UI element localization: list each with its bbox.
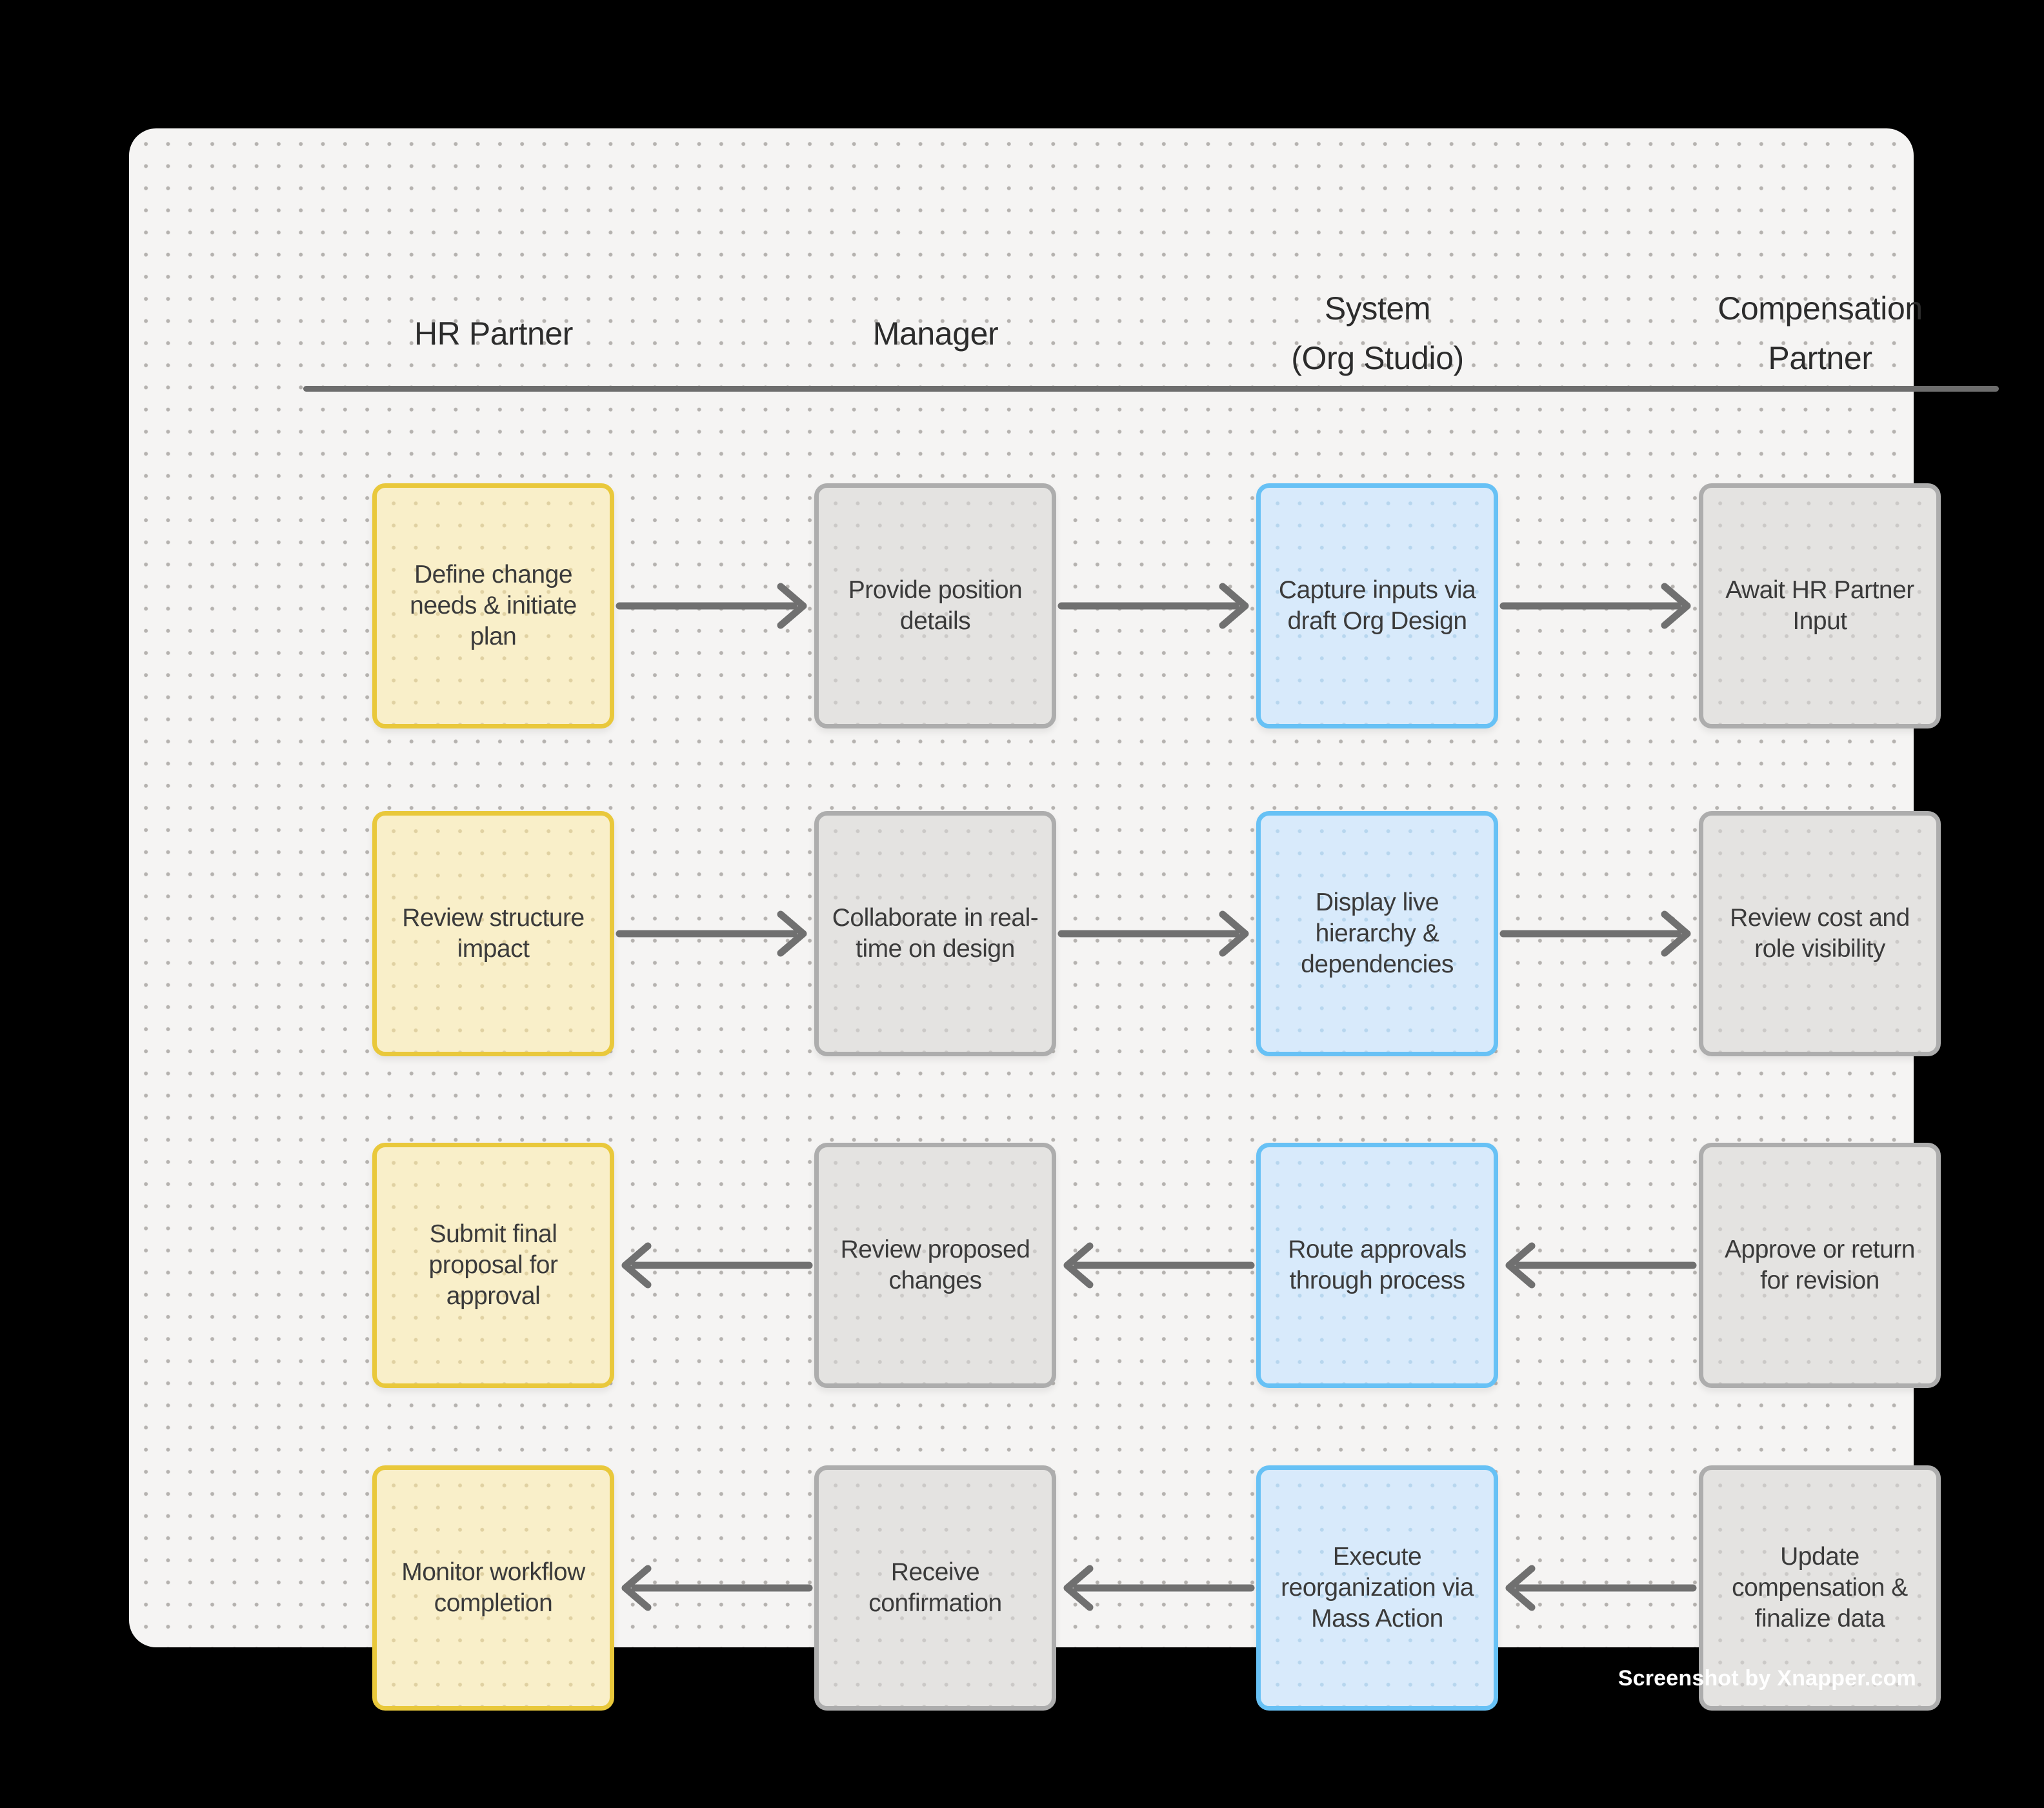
flow-step-label: Execute reorganization via Mass Action (1281, 1543, 1474, 1632)
flow-step-execute-reorganization: Execute reorganization via Mass Action (1256, 1465, 1498, 1711)
flow-arrow-right-icon (1057, 910, 1249, 957)
flow-step-label: Update compensation & finalize data (1732, 1543, 1908, 1632)
flow-step-label: Provide position details (848, 576, 1023, 635)
flow-step-provide-position-details: Provide position details (814, 483, 1056, 728)
flow-arrow-left-icon (1063, 1565, 1255, 1611)
flow-step-approve-or-return: Approve or return for revision (1699, 1143, 1941, 1388)
flow-step-submit-final-proposal: Submit final proposal for approval (372, 1143, 614, 1388)
flow-arrow-right-icon (1499, 583, 1691, 629)
flow-step-receive-confirmation: Receive confirmation (814, 1465, 1056, 1711)
flow-step-route-approvals: Route approvals through process (1256, 1143, 1498, 1388)
flow-step-label: Await HR Partner Input (1725, 576, 1914, 635)
lane-title-line: Manager (872, 315, 999, 352)
flow-step-label: Monitor workflow completion (401, 1558, 585, 1617)
flow-step-label: Collaborate in real- time on design (832, 904, 1039, 963)
lane-title-line: Partner (1768, 340, 1872, 376)
flow-arrow-left-icon (621, 1242, 813, 1289)
lane-header-hr-partner: HR Partner (332, 276, 655, 392)
flow-step-label: Capture inputs via draft Org Design (1278, 576, 1476, 635)
flow-step-label: Review proposed changes (840, 1236, 1030, 1294)
flow-step-review-structure-impact: Review structure impact (372, 811, 614, 1056)
flow-arrow-right-icon (616, 583, 807, 629)
lane-header-manager: Manager (774, 276, 1097, 392)
flow-step-label: Review structure impact (402, 904, 585, 963)
flow-arrow-left-icon (1505, 1565, 1697, 1611)
flow-arrow-left-icon (1505, 1242, 1697, 1289)
lane-header-system-org-studio: System (Org Studio) (1216, 276, 1539, 392)
flow-step-review-proposed-changes: Review proposed changes (814, 1143, 1056, 1388)
flow-step-label: Define change needs & initiate plan (410, 561, 577, 650)
flow-step-label: Receive confirmation (868, 1558, 1002, 1617)
flow-step-label: Review cost and role visibility (1730, 904, 1910, 963)
lane-header-compensation-partner: Compensation Partner (1659, 276, 1981, 392)
flow-step-display-live-hierarchy: Display live hierarchy & dependencies (1256, 811, 1498, 1056)
flow-step-capture-inputs: Capture inputs via draft Org Design (1256, 483, 1498, 728)
lane-title-line: HR Partner (414, 315, 574, 352)
flow-arrow-right-icon (1057, 583, 1249, 629)
flow-diagram-canvas: HR Partner Manager System (Org Studio) C… (129, 128, 1999, 1711)
flow-step-define-change-needs: Define change needs & initiate plan (372, 483, 614, 728)
flow-step-collaborate-realtime: Collaborate in real- time on design (814, 811, 1056, 1056)
lane-title-line: Compensation (1718, 290, 1923, 326)
watermark-text: Screenshot by Xnapper.com (1618, 1666, 1916, 1691)
lane-header-divider (303, 386, 1999, 392)
flow-arrow-left-icon (1063, 1242, 1255, 1289)
flow-step-update-compensation: Update compensation & finalize data (1699, 1465, 1941, 1711)
flow-arrow-left-icon (621, 1565, 813, 1611)
flow-arrow-right-icon (1499, 910, 1691, 957)
flow-step-label: Submit final proposal for approval (428, 1220, 558, 1310)
flow-step-review-cost-visibility: Review cost and role visibility (1699, 811, 1941, 1056)
flow-arrow-right-icon (616, 910, 807, 957)
flow-step-await-hr-input: Await HR Partner Input (1699, 483, 1941, 728)
flow-step-monitor-workflow: Monitor workflow completion (372, 1465, 614, 1711)
flow-step-label: Route approvals through process (1288, 1236, 1467, 1294)
lane-title-line: System (1324, 290, 1431, 326)
lane-title-line: (Org Studio) (1291, 340, 1464, 376)
flow-step-label: Approve or return for revision (1725, 1236, 1916, 1294)
flow-step-label: Display live hierarchy & dependencies (1301, 889, 1454, 978)
